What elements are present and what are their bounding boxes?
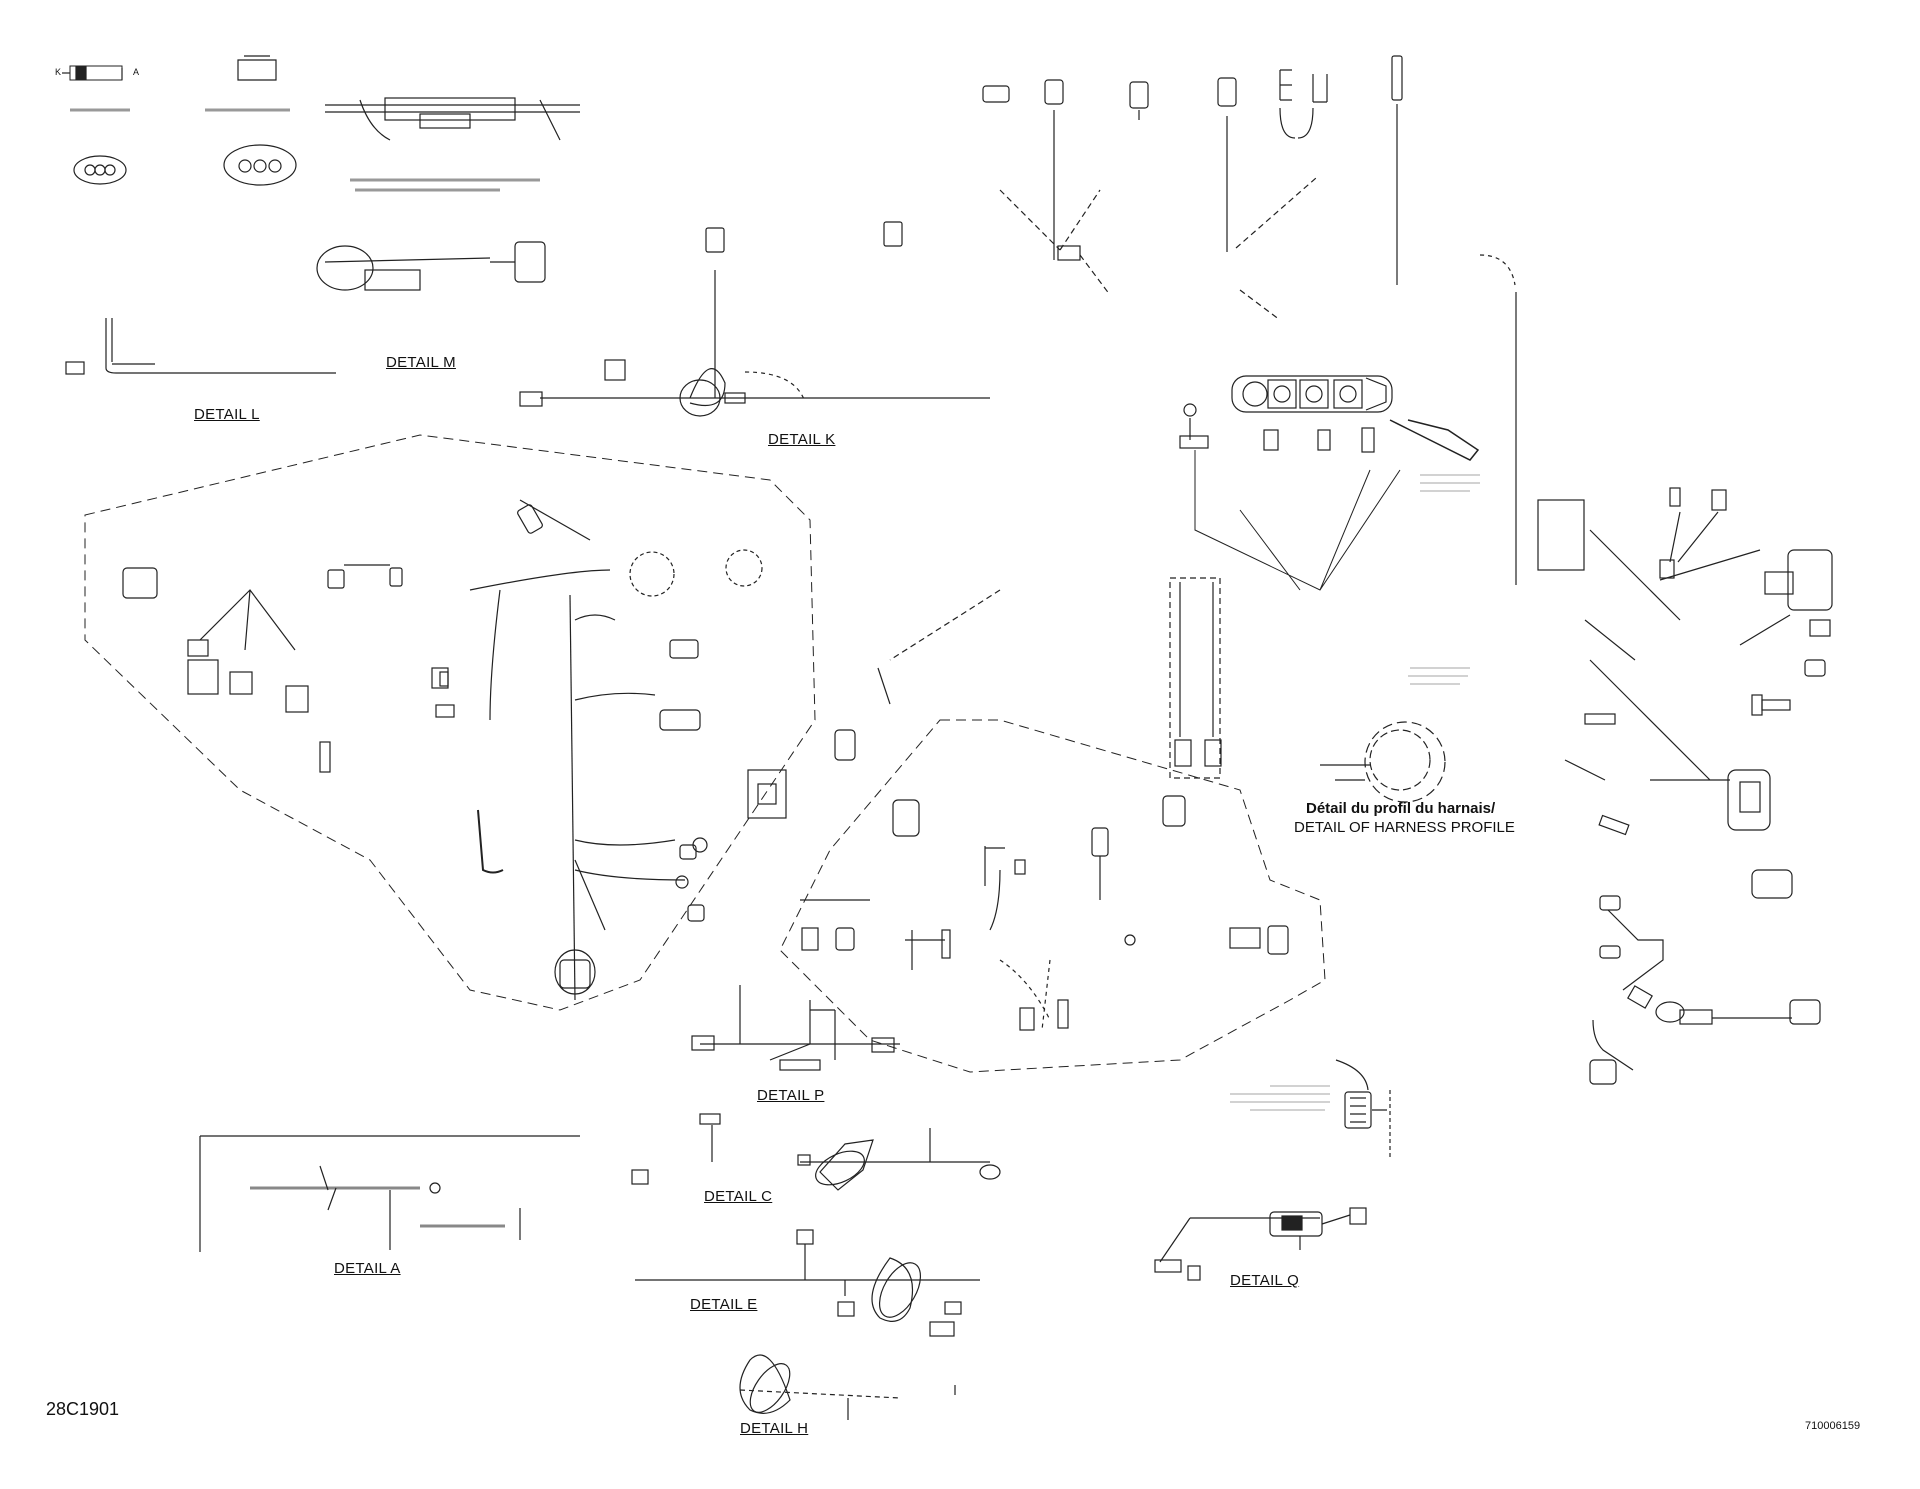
right-mid-block: [1335, 1059, 1391, 1160]
detail-m-drawing: [316, 241, 546, 291]
legend-k-mark: K: [55, 67, 62, 77]
harness-profile-drawing: [1320, 729, 1431, 791]
top-right-connectors: [982, 55, 1517, 585]
detail-c-drawing: [631, 1113, 1001, 1191]
far-right-components: [1537, 487, 1833, 1085]
drawing-code-right: 710006159: [1805, 1420, 1861, 1432]
detail-k-drawing: [519, 221, 990, 417]
harness-profile-title-en: DETAIL OF HARNESS PROFILE: [1294, 819, 1515, 836]
detail-l-drawing: [65, 318, 336, 375]
detail-p-drawing: [691, 985, 900, 1071]
right-region: [834, 577, 1446, 803]
detail-a-drawing: [199, 1135, 580, 1252]
detail-h-label: DETAIL H: [740, 1420, 809, 1437]
center-region: [779, 719, 1326, 1073]
top-harness-detail: [325, 97, 580, 192]
detail-q-drawing: [1154, 1207, 1367, 1281]
detail-q-label: DETAIL Q: [1230, 1272, 1300, 1289]
detail-m-label: DETAIL M: [386, 354, 456, 371]
detail-l-label: DETAIL L: [194, 406, 260, 423]
relay-block: [1179, 375, 1480, 591]
fine-print-marks: [1230, 474, 1480, 1111]
legend-a-mark: A: [133, 67, 140, 77]
harness-profile-title-fr: Détail du profil du harnais/: [1306, 800, 1496, 817]
detail-e-drawing: [635, 1229, 980, 1337]
detail-k-label: DETAIL K: [768, 431, 836, 448]
main-left-region: [84, 434, 816, 1011]
legend-group: [62, 55, 297, 186]
detail-e-label: DETAIL E: [690, 1296, 758, 1313]
detail-p-label: DETAIL P: [757, 1087, 825, 1104]
detail-c-label: DETAIL C: [704, 1188, 773, 1205]
detail-h-drawing: [739, 1354, 956, 1420]
detail-a-label: DETAIL A: [334, 1260, 401, 1277]
drawing-code-left: 28C1901: [46, 1399, 120, 1419]
